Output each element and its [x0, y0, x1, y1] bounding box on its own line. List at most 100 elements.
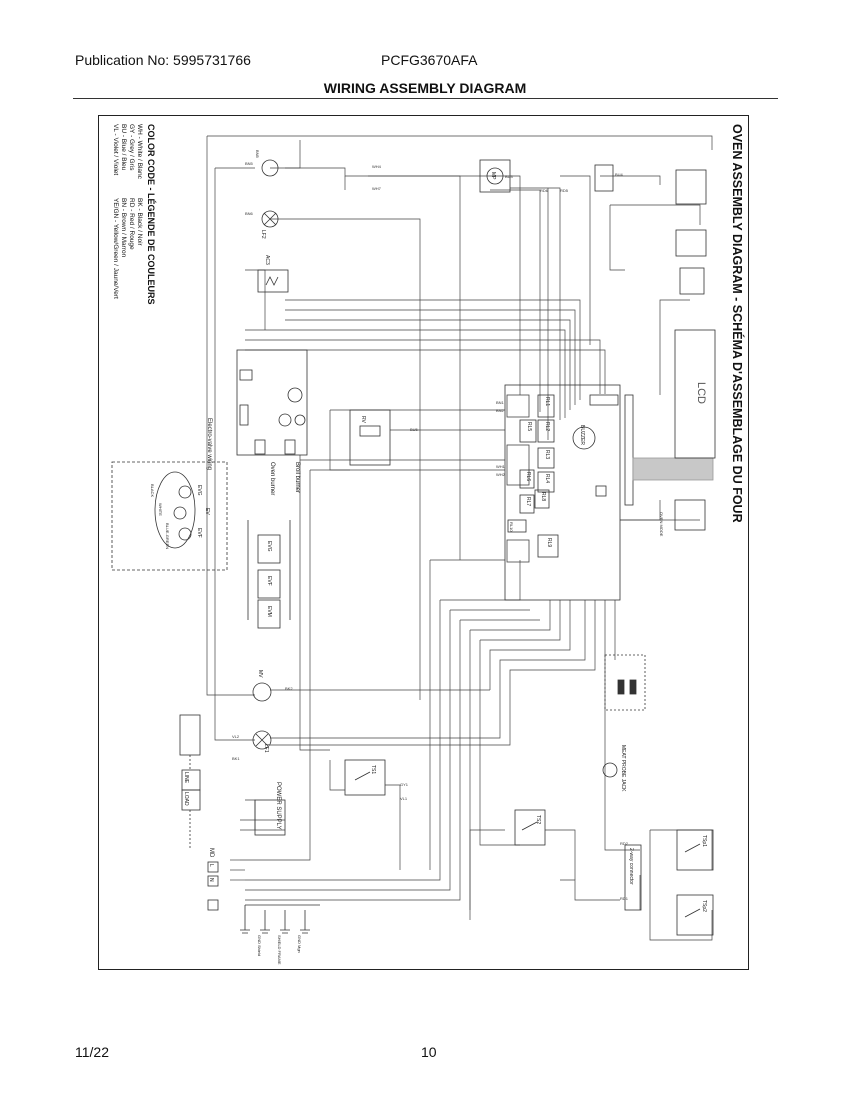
wire-label: WH1 — [496, 464, 506, 469]
svg-text:TS1: TS1 — [370, 765, 376, 774]
svg-text:MV: MV — [257, 670, 263, 678]
legend-yellow-green: YE/GN - Yellow/Green / Jaune/Vert — [112, 198, 119, 299]
relay-rl5 — [519, 419, 537, 443]
component-ac3: AC3 — [257, 255, 289, 293]
svg-text:TS2: TS2 — [535, 815, 541, 824]
broil-burner-label: Broil burner — [294, 462, 300, 493]
legend-black: BK - Black / Noir — [136, 198, 143, 247]
svg-text:AC3: AC3 — [264, 255, 270, 265]
electro-valve-wiring-label: Electro-valve wiring — [206, 418, 212, 470]
svg-text:LOAD: LOAD — [183, 792, 189, 806]
wire-label: RD1 — [620, 896, 629, 901]
component-fan-top: BN5 — [255, 150, 279, 177]
relay-rl4 — [537, 471, 555, 493]
thermostat-ts1: TS1 — [344, 759, 386, 796]
relay-rl10 — [507, 519, 527, 533]
wire-label: BN1 — [496, 400, 505, 405]
wire-label: WH2 — [496, 472, 506, 477]
svg-text:MEAT PROBE JACK: MEAT PROBE JACK — [620, 745, 626, 792]
lcd-label: LCD — [695, 382, 707, 404]
label-rl2: RL2 — [544, 422, 550, 431]
wire-label: BK2 — [285, 686, 293, 691]
relay-rl8 — [534, 489, 550, 509]
footer-date: 11/22 — [75, 1044, 109, 1060]
ground-symbols: GND Shield SHIELD FRAME GND Mgn — [240, 904, 320, 965]
lcd-ribbon-cable — [632, 457, 714, 481]
model-number: PCFG3670AFA — [381, 52, 478, 68]
wire-label: BN2 — [496, 408, 505, 413]
component-lf1: LF1 — [252, 730, 272, 753]
terminal-block-vl — [506, 394, 530, 418]
svg-text:LINE: LINE — [183, 772, 189, 784]
wire-label: GY1 — [400, 782, 409, 787]
svg-text:BLUE-GREEN: BLUE-GREEN — [165, 523, 170, 549]
svg-text:TSp2: TSp2 — [701, 900, 707, 912]
valve-evg — [257, 534, 281, 564]
switch-tsp2: TSp2 — [676, 894, 714, 936]
relay-rl2 — [537, 419, 555, 443]
label-rl10: RL10 — [509, 522, 514, 532]
label-rl3: RL3 — [544, 450, 550, 459]
valve-evm — [257, 599, 281, 629]
diagram-heading: OVEN ASSEMBLY DIAGRAM - SCHÉMA D'ASSEMBL… — [730, 124, 745, 523]
svg-text:OVEN MODE: OVEN MODE — [659, 512, 664, 537]
svg-text:EVF: EVF — [266, 576, 272, 586]
title-rule — [73, 98, 778, 99]
svg-text:BLACK: BLACK — [150, 484, 155, 497]
component-lf2: LF2 — [260, 210, 279, 239]
wire-label: VL1 — [400, 796, 408, 801]
wire-label: BU4 — [615, 172, 624, 177]
wire-label: WH4 — [372, 164, 382, 169]
wire-harness — [206, 135, 713, 941]
svg-text:POWER SUPPLY: POWER SUPPLY — [275, 782, 281, 830]
svg-text:GND Shield: GND Shield — [257, 935, 262, 956]
wire-label: WH7 — [372, 186, 382, 191]
oven-mode-switch: OVEN MODE — [659, 499, 706, 537]
svg-text:LF2: LF2 — [260, 230, 266, 239]
legend-blue: BU - Blue / Bleu — [120, 124, 127, 171]
meat-probe-jack: MEAT PROBE JACK — [602, 654, 646, 792]
control-board: RL1 RL2 RL3 RL4 RL5 RL6 RL7 RL8 RL9 RL10… — [504, 384, 634, 601]
buzzer-label: BUZZER — [579, 425, 585, 445]
color-code-title: COLOR CODE - LÉGENDE DE COULEURS — [146, 124, 156, 305]
page-number: 10 — [421, 1044, 437, 1060]
ignition-board — [236, 349, 308, 456]
wire-label: BK1 — [232, 756, 240, 761]
relay-rl9 — [537, 534, 559, 558]
wire-label: RD6 — [540, 188, 549, 193]
wire-label: BN6 — [245, 211, 254, 216]
svg-text:GND Mgn: GND Mgn — [297, 935, 302, 953]
line-filter: LINE LOAD — [179, 714, 201, 850]
svg-text:TSp1: TSp1 — [701, 835, 707, 847]
svg-text:EV: EV — [204, 508, 210, 515]
svg-text:SHIELD FRAME: SHIELD FRAME — [277, 935, 282, 965]
color-code-legend: COLOR CODE - LÉGENDE DE COULEURS WH - Wh… — [112, 124, 156, 305]
board-connector-top — [589, 394, 619, 406]
diagram-frame — [98, 115, 749, 970]
svg-text:EVF: EVF — [196, 528, 202, 538]
svg-text:L: L — [208, 864, 214, 867]
component-rv: RV — [349, 409, 391, 466]
label-rl6: RL6 — [525, 472, 531, 481]
legend-grey: GY - Grey / Gris — [128, 124, 135, 171]
svg-text:BN5: BN5 — [255, 150, 260, 159]
relay-rl3 — [537, 447, 555, 469]
label-rl4: RL4 — [544, 474, 550, 483]
svg-text:WHITE: WHITE — [158, 503, 163, 516]
legend-white: WH - White / Blanc — [136, 124, 143, 180]
svg-text:N: N — [208, 878, 214, 882]
board-chip — [595, 485, 607, 497]
label-rl1: RL1 — [544, 397, 550, 406]
legend-brown: BN - Brown / Marron — [120, 198, 127, 258]
svg-text:EVM: EVM — [266, 606, 272, 617]
wire-label: BN5 — [245, 161, 254, 166]
main-terminal-md: MD L N — [207, 848, 219, 911]
wire-label: VL2 — [232, 734, 240, 739]
valve-group: EVG EVF EVM — [247, 520, 291, 629]
wire-label: RD5 — [560, 188, 569, 193]
wire-label: RD2 — [620, 841, 629, 846]
svg-text:2-way connector: 2-way connector — [628, 848, 634, 885]
lcd-display: LCD — [674, 329, 716, 459]
component-thermostat-top — [594, 164, 707, 295]
